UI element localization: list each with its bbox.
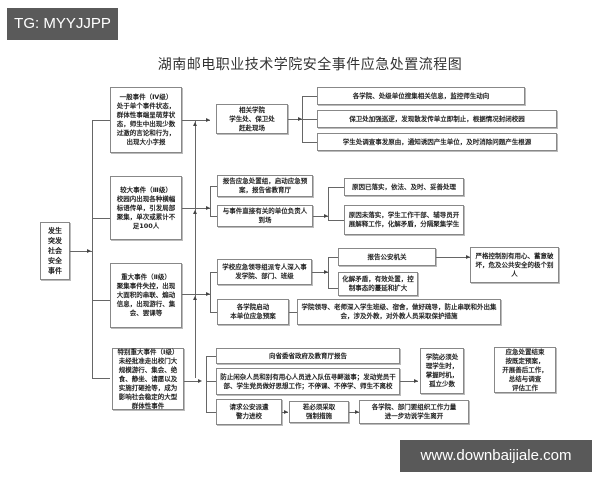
arrow-icon [206,292,210,296]
connector [328,187,329,220]
arrow-icon [206,206,210,210]
root-event-box: 发生 突发 社会 安全 事件 [40,222,70,280]
connector [328,257,329,288]
level-1-action-force: 若必须采取 强制措施 [289,401,349,423]
level-4-general-event: 一般事件（Ⅳ级） 处于单个事件状态，群体性事端呈萌芽状态，师生中出现少数过激的言… [110,87,182,153]
level-3-action-responsible: 与事件直接有关的单位负责人到场 [217,205,313,227]
connector [184,381,198,382]
connector [182,208,210,209]
watermark-tg: TG: MYYJJPP [7,8,118,40]
connector [288,119,302,120]
level-2-result-guidance: 学院领导、老师深入学生班级、宿舍，做好疏导，防止串联和外出集会，涉及外教，对外教… [297,299,501,325]
arrow-icon [414,379,418,383]
connector [328,288,338,289]
final-summary-box: 应急处置结束 按既定预案， 开展善后工作， 总结与调查 评估工作 [494,347,556,393]
arrow-icon [206,118,210,122]
level-4-action-onsite: 相关学院 学生处、保卫处 赶赴现场 [216,104,288,134]
arrow-icon [355,410,359,414]
page-title: 湖南邮电职业技术学院安全事件应急处置流程图 [157,57,463,73]
arrow-icon [284,410,288,414]
connector [328,220,344,221]
connector [92,300,110,301]
connector [210,216,217,217]
connector [92,120,93,378]
arrow-icon [466,255,470,259]
watermark-url: www.downbaijiale.com [400,440,592,472]
level-4-result-3: 学生处调查事发原由，通知诱因产生单位，及时消除问题产生根源 [317,133,557,151]
level-2-extra-control: 严格控制别有用心、蓄意破坏，危及公共安全的极个别人 [470,247,559,283]
arrow-icon [324,214,328,218]
connector [92,378,110,379]
level-3-major-event: 较大事件（Ⅲ级） 校园内出现各种横幅标语传单，引发局部聚集，单次或累计不足100… [110,176,182,240]
level-1-action-report-gov: 向省委省政府及教育厅报告 [216,348,400,364]
connector [182,120,210,121]
connector [92,120,110,121]
level-3-result-1: 原因已落实，依法、及时、妥善处理 [344,178,464,196]
arrow-icon [324,270,328,274]
level-3-result-2: 原因未落实，学生工作干部、辅导员开展解释工作，化解矛盾，分隔聚集学生 [344,205,464,235]
connector [328,257,338,258]
connector [289,312,297,313]
connector [206,381,216,382]
level-1-action-request-police: 请求公安派遣 警力进校 [216,399,282,425]
connector [349,412,359,413]
connector [400,381,418,382]
level-2-serious-event: 重大事件（Ⅱ级） 聚集事件失控，出现大面积的串联、煽动信息，出现游行、集会、罢课… [110,263,182,328]
arrow-up-icon [193,210,197,214]
connector [210,272,211,312]
connector [436,257,470,258]
level-4-result-1: 各学院、处级单位搜集相关信息，监控师生动向 [317,87,525,105]
connector [92,218,110,219]
connector [312,272,328,273]
connector [210,272,217,273]
arrow-icon [298,117,302,121]
arrow-icon [87,249,91,253]
connector [70,251,92,252]
connector [328,187,344,188]
level-1-result-isolate: 学院必须处理学生时，掌握时机，孤立少数 [420,348,464,394]
level-2-action-leadership: 学校应急领导组派专人深入事发学院、部门、班级 [217,259,312,285]
connector [313,216,328,217]
connector [210,186,217,187]
arrow-icon [198,379,202,383]
arrow-up-icon [193,122,197,126]
connector [206,356,216,357]
level-2-result-police: 报告公安机关 [338,248,436,266]
connector [302,119,317,120]
level-1-action-persuade: 各学院、部门要组织工作力量 进一步劝说学生离开 [359,400,469,424]
level-4-result-2: 保卫处加强巡逻，发现散发传单立即制止，根据情况封闭校园 [317,110,557,128]
connector [210,312,217,313]
level-2-result-resolve: 化解矛盾，有效处置，控制事态的蔓延和扩大 [338,272,418,296]
connector [302,96,317,97]
connector [206,356,207,412]
level-1-action-prevent: 防止闲杂人员和别有用心人员进入队伍寻衅滋事；发动党员干部、学生党员做好思想工作；… [216,368,400,395]
level-2-action-college-plan: 各学院启动 本单位应急预案 [217,299,289,325]
level-3-action-report: 报告应急处置组，启动应急预案，报告省教育厅 [217,175,313,197]
connector [195,120,196,378]
connector [182,294,210,295]
connector [210,186,211,216]
connector [302,142,317,143]
connector [206,412,216,413]
level-1-critical-event: 特别重大事件（Ⅰ级） 未经批准走出校门大规模游行、集会、绝食、静坐、请愿以及实施… [112,348,184,410]
arrow-up-icon [193,296,197,300]
